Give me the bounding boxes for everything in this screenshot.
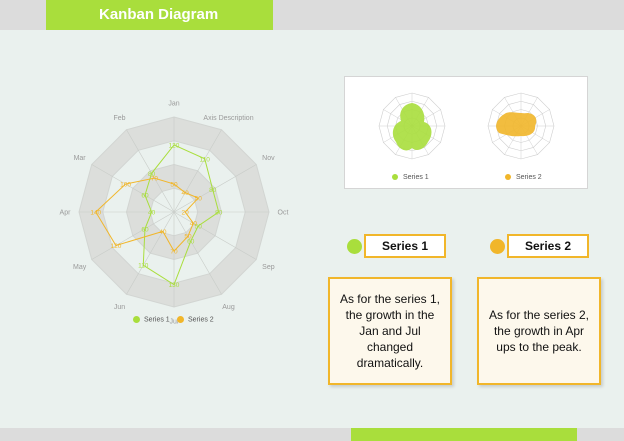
series-2-line (95, 177, 200, 252)
series-1-value: 110 (138, 263, 149, 270)
mini-series-shape (496, 112, 537, 137)
series-1-value: 50 (195, 223, 203, 230)
radar-spoke (91, 211, 175, 260)
series-2-value: 70 (151, 176, 159, 183)
series-1-value: 60 (141, 226, 149, 233)
series-1-value: 110 (200, 156, 211, 163)
series-1-value: 60 (187, 239, 195, 246)
radar-spoke (173, 211, 257, 260)
axis-label: Nov (262, 155, 275, 162)
page-title: Kanban Diagram (46, 0, 273, 30)
radar-spoke (173, 164, 257, 213)
radar-spoke (126, 129, 175, 213)
axis-label: Jun (114, 304, 125, 311)
axis-label: May (73, 264, 87, 271)
radar-spoke (173, 211, 222, 295)
mini-legend-series-1-label: Series 1 (403, 174, 429, 181)
series-2-swatch (177, 316, 184, 323)
axis-label: Jul (170, 319, 179, 326)
axis-label: Axis Description (203, 115, 253, 122)
mini-legend-series-1: Series 1 (392, 174, 429, 181)
series-2-value: 100 (120, 182, 131, 189)
legend-series-2: Series 2 (177, 316, 214, 323)
series-2-value: 40 (190, 221, 198, 228)
series-1-note: As for the series 1, the growth in the J… (328, 277, 452, 385)
axis-label: Apr (60, 210, 72, 217)
series-1-value: 120 (169, 142, 180, 149)
axis-label: Oct (278, 210, 289, 217)
mini-radar-card (344, 76, 588, 189)
series-2-heading: Series 2 (507, 234, 589, 258)
series-1-heading: Series 1 (364, 234, 446, 258)
legend-series-1-label: Series 1 (144, 316, 170, 324)
mini-series-shape (392, 103, 432, 151)
axis-label: Feb (113, 115, 125, 122)
series-2-value: 40 (159, 229, 167, 236)
axis-label: Mar (74, 155, 87, 162)
radar-spoke (173, 129, 222, 213)
series-2-marker (490, 239, 505, 254)
series-2-value: 20 (182, 210, 190, 217)
axis-label: Sep (262, 264, 275, 271)
mini-legend-series-2: Series 2 (505, 174, 542, 181)
series-2-value: 40 (182, 190, 190, 197)
series-2-value: 50 (184, 234, 192, 241)
series-1-value: 130 (169, 282, 180, 289)
legend-series-1: Series 1 (133, 316, 170, 323)
series-2-value: 70 (170, 249, 178, 256)
series-1-line (142, 144, 220, 286)
series-1-value: 60 (141, 193, 149, 200)
series-1-marker (347, 239, 362, 254)
axis-label: Aug (222, 304, 235, 311)
series-2-value: 50 (170, 182, 178, 189)
bottom-accent (351, 428, 577, 441)
series-1-value: 80 (148, 171, 156, 178)
radar-series (95, 144, 220, 286)
series-1-value: 40 (148, 210, 156, 217)
mini-series-2-swatch (505, 174, 511, 181)
mini-legend-series-2-label: Series 2 (516, 174, 542, 181)
radar-value-labels: 1201108080506013011060406080504050204050… (90, 142, 222, 289)
axis-label: Jan (168, 101, 179, 108)
series-1-value: 80 (209, 187, 217, 194)
series-2-value: 140 (90, 210, 101, 217)
legend-series-2-label: Series 2 (188, 316, 214, 324)
series-1-swatch (133, 316, 140, 323)
mini-series-1-swatch (392, 174, 398, 181)
series-2-note: As for the series 2, the growth in Apr u… (477, 277, 601, 385)
radar-spoke (91, 164, 175, 213)
series-2-value: 120 (110, 243, 121, 250)
series-2-value: 50 (195, 196, 203, 203)
series-1-value: 80 (215, 210, 223, 217)
radar-spoke (126, 211, 175, 295)
